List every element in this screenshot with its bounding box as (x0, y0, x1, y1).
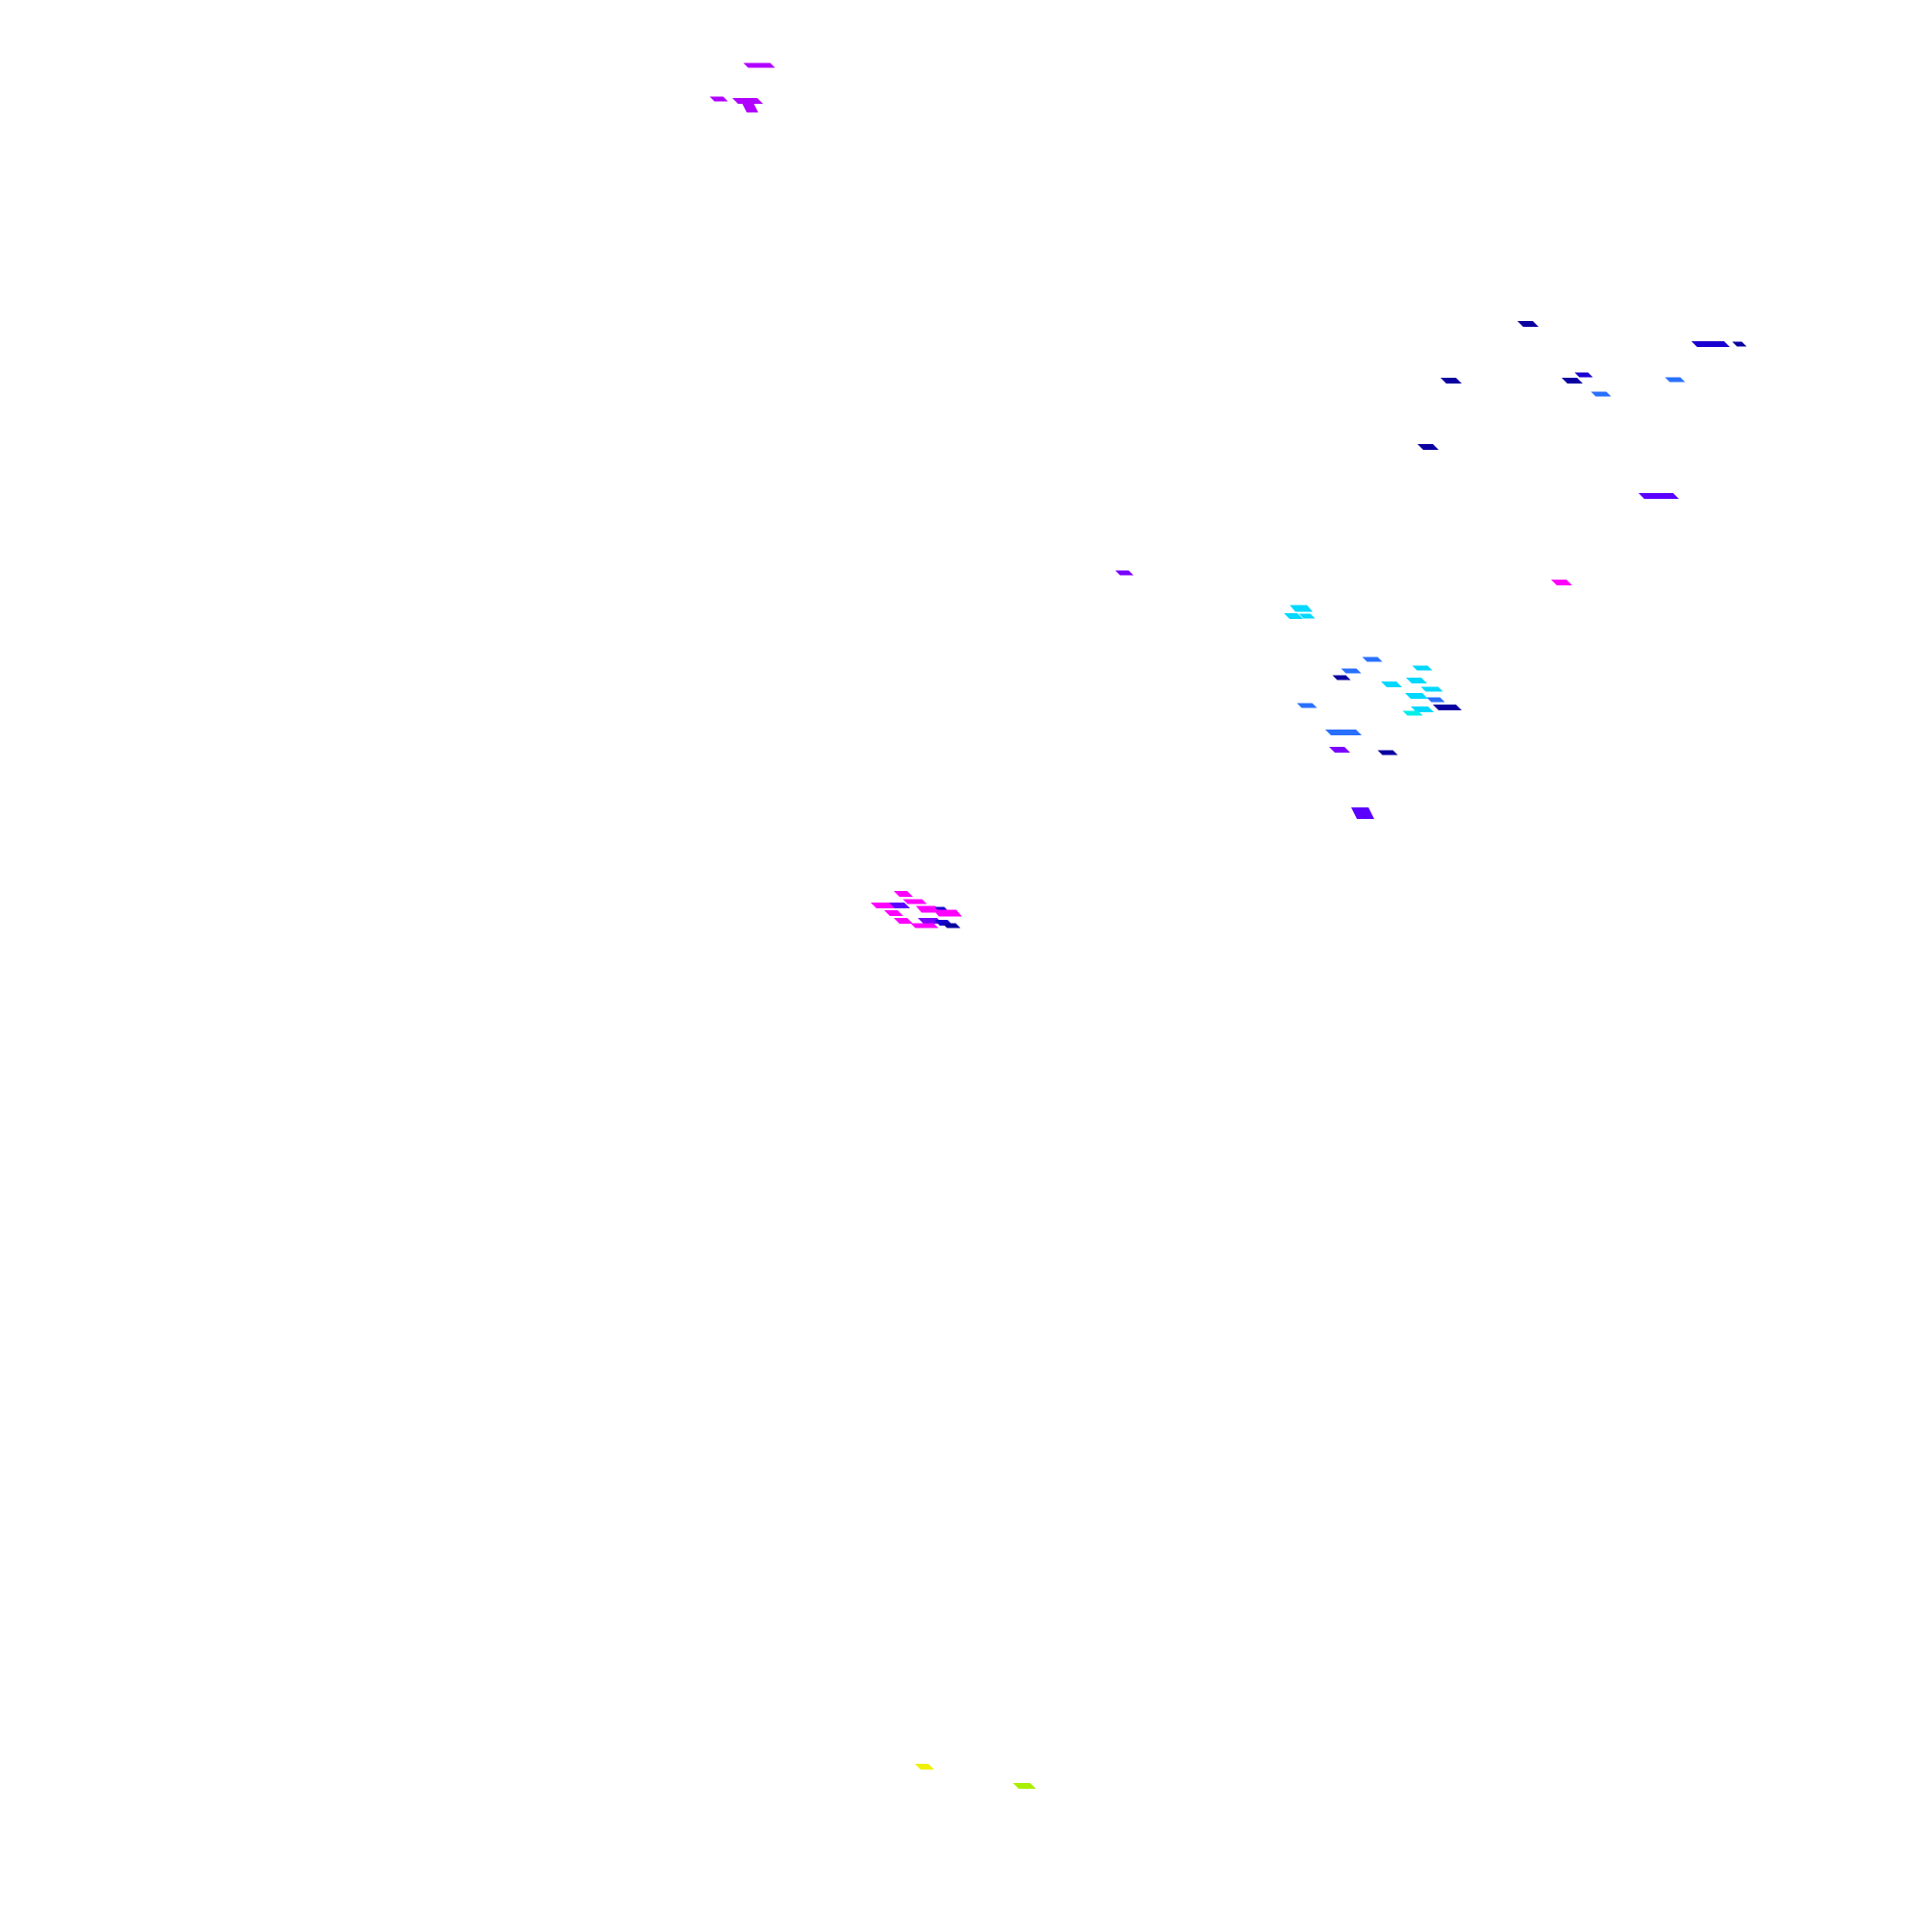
scatter-mark (1433, 705, 1462, 710)
scatter-mark (1341, 668, 1362, 674)
scatter-mark (1412, 665, 1433, 671)
scatter-mark (1332, 675, 1351, 681)
scatter-mark (1362, 656, 1383, 662)
scatter-mark (933, 909, 962, 917)
scatter-mark (1406, 678, 1427, 683)
scatter-mark (1402, 710, 1423, 716)
scatter-mark (1732, 341, 1747, 347)
scatter-mark (1551, 580, 1572, 585)
mark-layer (709, 62, 1747, 1789)
scatter-mark (1115, 570, 1134, 576)
scatter-mark (741, 101, 758, 112)
scatter-mark (884, 910, 903, 916)
scatter-mark (1664, 377, 1686, 383)
scatter-mark (1298, 613, 1316, 619)
scatter-mark (1290, 605, 1313, 612)
scatter-mark (889, 903, 910, 908)
scatter-mark (1381, 681, 1402, 687)
scatter-mark (1590, 391, 1612, 397)
scatter-mark (1417, 444, 1439, 450)
scatter-mark (1377, 750, 1398, 755)
scatter-mark (894, 891, 913, 897)
scatter-mark (1329, 747, 1350, 753)
scatter-mark (1426, 697, 1445, 703)
scatter-mark (709, 96, 728, 102)
scatter-mark (1325, 730, 1362, 735)
scatter-mark (942, 923, 961, 929)
scatter-mark (1296, 703, 1318, 708)
scatter-mark (894, 918, 913, 924)
scatter-mark (1351, 807, 1374, 819)
scatter-mark (910, 923, 939, 929)
scatter-mark (1441, 378, 1462, 384)
scatter-mark (1013, 1783, 1036, 1789)
scatter-mark (1517, 321, 1539, 327)
scatter-mark (1574, 372, 1593, 378)
scatter-mark (1562, 378, 1583, 384)
scatter-mark (1420, 686, 1443, 692)
scatter-mark (1691, 341, 1730, 347)
scatter-mark (1284, 613, 1303, 619)
scatter-mark (902, 899, 927, 904)
scatter-mark (915, 1764, 934, 1770)
scatter-mark (1405, 693, 1428, 699)
scatter-mark (1639, 493, 1679, 499)
scatter-mark (743, 62, 776, 68)
